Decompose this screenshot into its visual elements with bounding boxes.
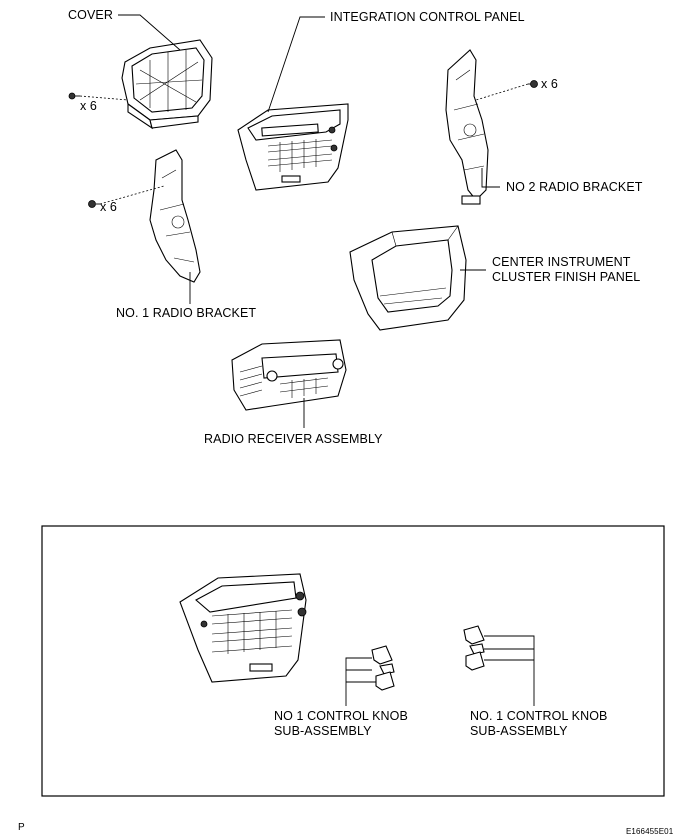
radio-receiver-assembly-part	[231, 339, 347, 411]
integration-panel-leader	[267, 16, 325, 113]
label-qty-no2-screws: x 6	[541, 77, 558, 91]
no2-bracket-leader	[481, 168, 500, 188]
cover-leader	[118, 14, 181, 51]
inset-frame	[41, 525, 665, 797]
label-no1-radio-bracket: NO. 1 RADIO BRACKET	[116, 306, 257, 320]
inset-left-knobs	[371, 645, 395, 691]
label-knob-left-line1: NO 1 CONTROL KNOB	[274, 709, 408, 723]
center-instrument-cluster-finish-panel-part	[349, 225, 467, 331]
label-knob-right-line2: SUB-ASSEMBLY	[470, 724, 568, 738]
no1-radio-bracket-part	[149, 149, 201, 283]
label-qty-cover-screws: x 6	[80, 99, 97, 113]
cover-screw-line	[79, 95, 129, 101]
no2-screw-line	[475, 83, 529, 101]
inset-integration-panel-part	[179, 573, 307, 683]
figure-id: E166455E01	[626, 827, 674, 836]
cover-part	[121, 39, 213, 130]
label-no2-radio-bracket: NO 2 RADIO BRACKET	[506, 180, 643, 194]
cover-screw	[68, 92, 80, 100]
label-center-instrument: CENTER INSTRUMENT	[492, 255, 631, 269]
label-radio-receiver-assembly: RADIO RECEIVER ASSEMBLY	[204, 432, 383, 446]
no2-screw	[528, 80, 538, 88]
no1-screw	[88, 200, 100, 208]
page-marker: P	[18, 822, 25, 833]
inset-left-knob-leader	[345, 657, 376, 706]
label-qty-no1-screws: x 6	[100, 200, 117, 214]
inset-right-knob-leader	[484, 635, 535, 706]
integration-control-panel-part	[237, 103, 349, 191]
label-knob-right-line1: NO. 1 CONTROL KNOB	[470, 709, 608, 723]
label-cluster-finish-panel: CLUSTER FINISH PANEL	[492, 270, 641, 284]
inset-right-knobs	[463, 625, 485, 671]
label-cover: COVER	[68, 8, 113, 22]
no2-radio-bracket-part	[445, 49, 489, 205]
label-integration-control-panel: INTEGRATION CONTROL PANEL	[330, 10, 525, 24]
label-knob-left-line2: SUB-ASSEMBLY	[274, 724, 372, 738]
no1-screw-line	[99, 185, 165, 205]
